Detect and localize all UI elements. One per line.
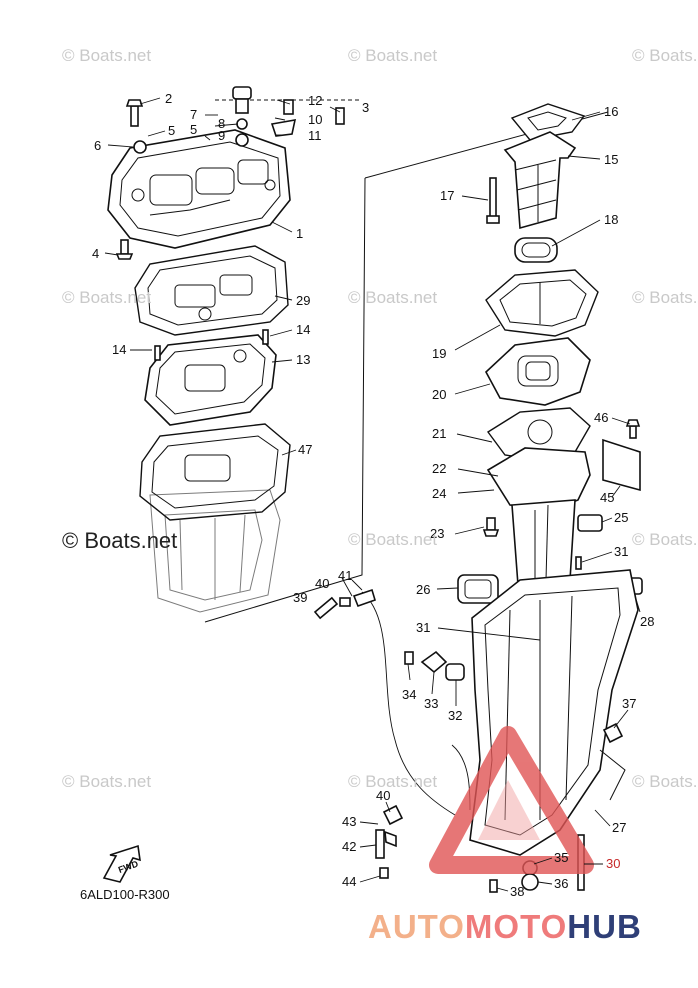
part-31-dowel bbox=[575, 556, 582, 570]
watermark: © Boats.net bbox=[348, 46, 438, 65]
callout-15: 15 bbox=[604, 152, 618, 167]
part-45-plate bbox=[602, 419, 641, 492]
callout-7: 7 bbox=[190, 107, 197, 122]
callout-35: 35 bbox=[554, 850, 568, 865]
part-29-gasket bbox=[134, 245, 289, 336]
ghost-upper-housing bbox=[149, 489, 281, 613]
callout-42: 42 bbox=[342, 839, 356, 854]
callout-40a: 40 bbox=[315, 576, 329, 591]
part-39-fitting bbox=[313, 588, 376, 620]
part-16-gasket bbox=[510, 103, 586, 141]
callout-17: 17 bbox=[440, 188, 454, 203]
callout-36: 36 bbox=[554, 876, 568, 891]
callout-33: 33 bbox=[424, 696, 438, 711]
watermark: © Boats.net bbox=[348, 530, 438, 549]
brand-part-auto: AUTO bbox=[368, 908, 465, 945]
part-47-gasket bbox=[139, 423, 291, 521]
part-37 bbox=[602, 722, 624, 744]
callout-47: 47 bbox=[298, 442, 312, 457]
callout-5a: 5 bbox=[168, 123, 175, 138]
watermark: © Boats.net bbox=[348, 772, 438, 791]
callout-24: 24 bbox=[432, 486, 446, 501]
callout-5b: 5 bbox=[190, 122, 197, 137]
part-40-42-43-44 bbox=[375, 804, 404, 879]
callout-46: 46 bbox=[594, 410, 608, 425]
part-26-seal bbox=[457, 574, 499, 604]
brand-part-moto: MOTO bbox=[464, 908, 568, 945]
callout-6: 6 bbox=[94, 138, 101, 153]
callout-16: 16 bbox=[604, 104, 618, 119]
callout-30: 30 bbox=[606, 856, 620, 871]
callout-12: 12 bbox=[308, 93, 322, 108]
drawing-code: 6ALD100-R300 bbox=[80, 887, 170, 902]
callout-10: 10 bbox=[308, 112, 322, 127]
watermark: © Boats.net bbox=[62, 288, 152, 307]
callout-37: 37 bbox=[622, 696, 636, 711]
callout-40b: 40 bbox=[376, 788, 390, 803]
callout-44: 44 bbox=[342, 874, 356, 889]
callout-11: 11 bbox=[308, 128, 322, 143]
callout-34: 34 bbox=[402, 687, 416, 702]
callout-14b: 14 bbox=[112, 342, 126, 357]
callout-2: 2 bbox=[165, 91, 172, 106]
callout-45: 45 bbox=[600, 490, 614, 505]
callout-29: 29 bbox=[296, 293, 310, 308]
callout-20: 20 bbox=[432, 387, 446, 402]
part-25-rubber bbox=[577, 514, 603, 532]
callout-9: 9 bbox=[218, 128, 225, 143]
watermark: © Boats.net bbox=[348, 288, 438, 307]
callout-22: 22 bbox=[432, 461, 446, 476]
callout-41: 41 bbox=[338, 568, 352, 583]
callout-31a: 31 bbox=[614, 544, 628, 559]
brand-logo: AUTOMOTOHUB bbox=[368, 908, 642, 946]
callout-38: 38 bbox=[510, 884, 524, 899]
part-13-exhaust-guide bbox=[144, 329, 277, 426]
callout-labels: 2 12 3 7 8 10 5 5 9 11 6 1 4 29 14 14 13… bbox=[92, 91, 654, 899]
callout-27: 27 bbox=[612, 820, 626, 835]
callout-26: 26 bbox=[416, 582, 430, 597]
part-23-bolt bbox=[482, 517, 500, 537]
callout-21: 21 bbox=[432, 426, 446, 441]
part-22-exhaust-manifold bbox=[486, 447, 591, 586]
callout-32: 32 bbox=[448, 708, 462, 723]
callout-43: 43 bbox=[342, 814, 356, 829]
leader-lines bbox=[104, 97, 641, 892]
callout-31b: 31 bbox=[416, 620, 430, 635]
watermark: © Boats.net bbox=[632, 288, 698, 307]
part-19-gasket bbox=[485, 269, 599, 337]
callout-1: 1 bbox=[296, 226, 303, 241]
watermark: © Boats.net bbox=[632, 46, 698, 65]
fwd-arrow-icon bbox=[102, 844, 141, 883]
part-20-exhaust-plate bbox=[485, 337, 591, 406]
part-15-exhaust-tube bbox=[503, 131, 577, 230]
part-1-upper-case bbox=[107, 129, 291, 249]
watermark: © Boats.net bbox=[632, 530, 698, 549]
part-32-33-34 bbox=[404, 650, 465, 681]
callout-13: 13 bbox=[296, 352, 310, 367]
watermark: © Boats.net bbox=[632, 772, 698, 791]
callout-39: 39 bbox=[293, 590, 307, 605]
callout-18: 18 bbox=[604, 212, 618, 227]
top-fittings bbox=[115, 86, 345, 260]
watermark-main: © Boats.net bbox=[62, 528, 178, 553]
callout-4: 4 bbox=[92, 246, 99, 261]
watermark: © Boats.net bbox=[62, 772, 152, 791]
brand-part-hub: HUB bbox=[567, 908, 642, 945]
callout-25: 25 bbox=[614, 510, 628, 525]
brand-triangle-icon bbox=[429, 726, 594, 874]
part-18-seal bbox=[514, 237, 558, 263]
callout-8: 8 bbox=[218, 116, 225, 131]
part-17-bolt bbox=[486, 177, 500, 224]
callout-14a: 14 bbox=[296, 322, 310, 337]
callout-23: 23 bbox=[430, 526, 444, 541]
callout-3: 3 bbox=[362, 100, 369, 115]
watermark: © Boats.net bbox=[62, 46, 152, 65]
callout-19: 19 bbox=[432, 346, 446, 361]
callout-28: 28 bbox=[640, 614, 654, 629]
